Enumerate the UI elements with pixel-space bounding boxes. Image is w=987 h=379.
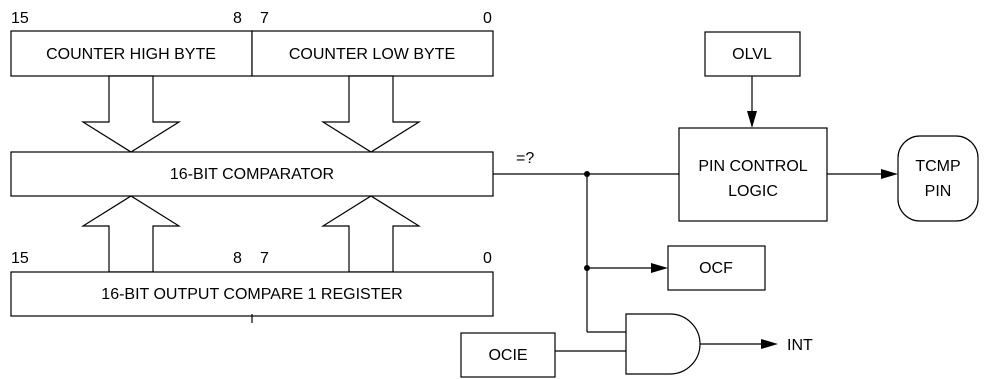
ocf-label: OCF xyxy=(699,260,733,277)
comparator-output-label: =? xyxy=(516,150,534,167)
pin-control-logic-line2: LOGIC xyxy=(728,183,778,200)
pin-control-logic-box xyxy=(678,127,828,222)
junction-dot-top xyxy=(584,171,590,177)
olvl-label: OLVL xyxy=(732,46,772,63)
counter-bit-8-label: 8 xyxy=(233,10,242,27)
counter-low-to-comparator-arrow xyxy=(320,75,422,153)
counter-bit-0-label: 0 xyxy=(483,10,492,27)
counter-high-byte-label: COUNTER HIGH BYTE xyxy=(46,46,216,63)
ocie-label: OCIE xyxy=(488,347,527,364)
int-arrowhead xyxy=(761,339,778,349)
comparator-label: 16-BIT COMPARATOR xyxy=(170,166,334,183)
output-compare-register-label: 16-BIT OUTPUT COMPARE 1 REGISTER xyxy=(101,286,402,303)
compare-low-to-comparator-arrow xyxy=(320,195,422,273)
counter-high-to-comparator-arrow xyxy=(80,75,182,153)
counter-low-byte-box xyxy=(251,30,494,77)
tcmp-pin-line2: PIN xyxy=(925,183,952,200)
tcmp-pin-box xyxy=(897,135,979,222)
counter-low-byte-label: COUNTER LOW BYTE xyxy=(289,46,455,63)
compare-bit-15-label: 15 xyxy=(11,250,29,267)
compare-high-to-comparator-arrow xyxy=(80,195,182,273)
comparator-box xyxy=(10,151,494,197)
compare-bit-0-label: 0 xyxy=(483,250,492,267)
counter-bit-7-label: 7 xyxy=(260,10,269,27)
tcmp-arrowhead xyxy=(881,169,898,179)
compare-bit-7-label: 7 xyxy=(260,250,269,267)
pin-control-logic-line1: PIN CONTROL xyxy=(698,158,807,175)
and-gate xyxy=(625,313,701,375)
ocie-box xyxy=(460,332,556,378)
ocf-arrowhead xyxy=(651,263,668,273)
ocf-box xyxy=(667,245,766,291)
counter-high-byte-box xyxy=(10,30,253,77)
output-compare-register-box xyxy=(10,271,494,317)
olvl-arrowhead xyxy=(747,111,757,128)
compare-bit-8-label: 8 xyxy=(233,250,242,267)
tcmp-pin-line1: TCMP xyxy=(915,158,960,175)
counter-bit-15-label: 15 xyxy=(11,10,29,27)
int-label: INT xyxy=(787,337,813,354)
